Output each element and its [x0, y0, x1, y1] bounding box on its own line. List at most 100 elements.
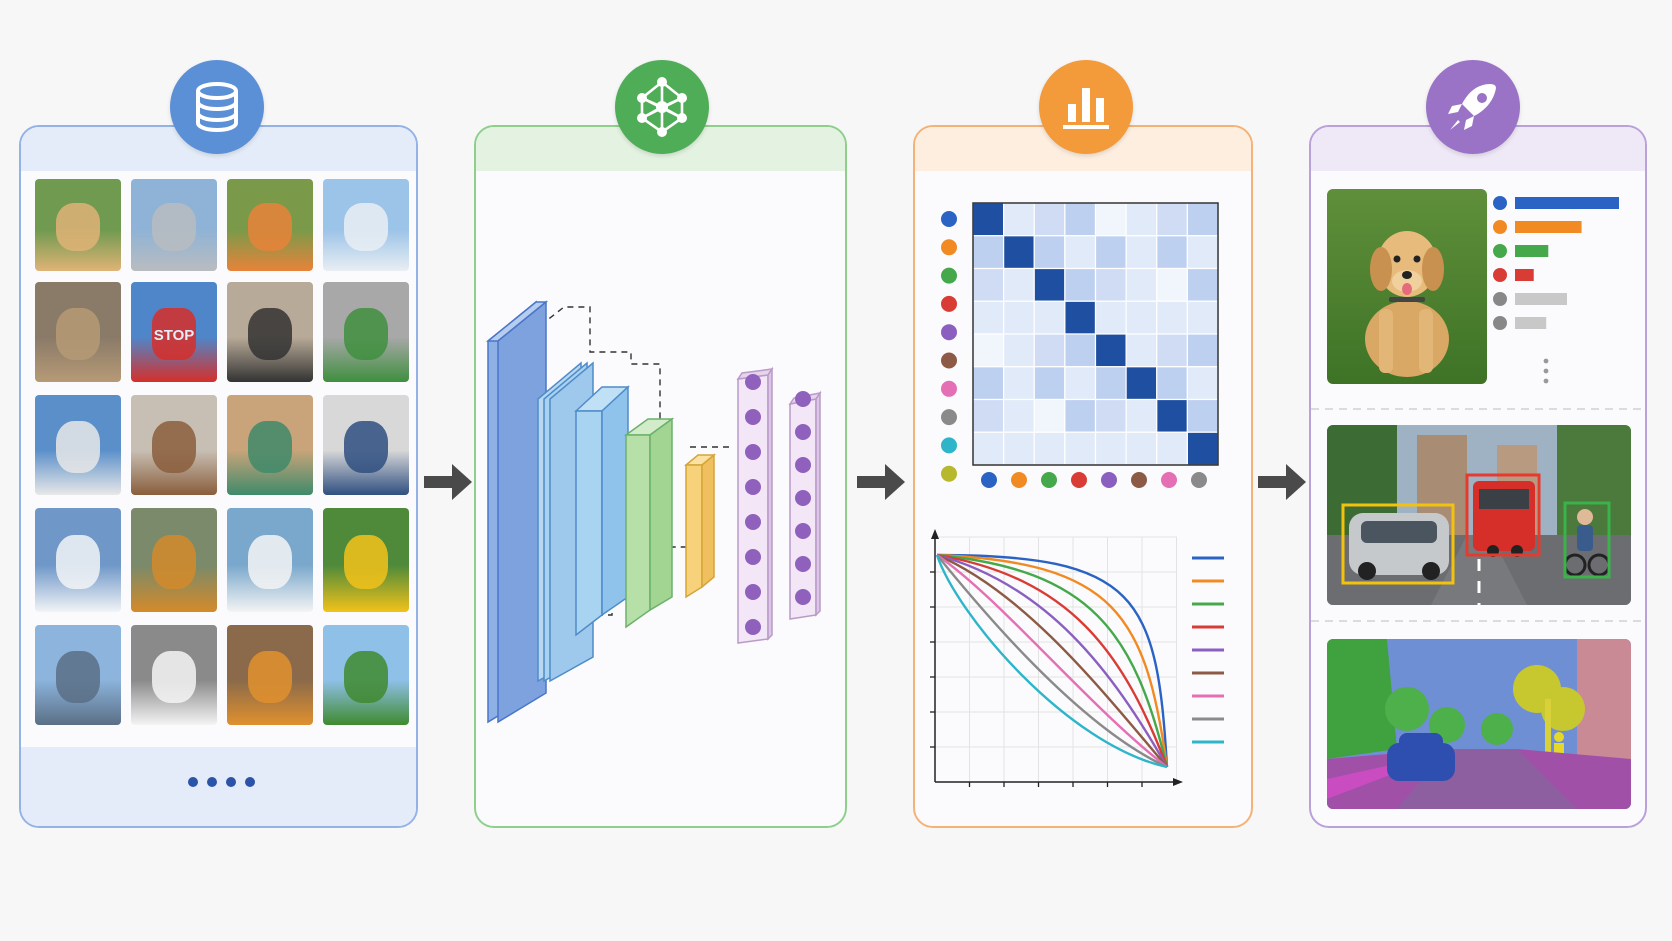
- class-color-dot: [1041, 472, 1057, 488]
- more-classes-ellipsis: [1543, 358, 1549, 384]
- confusion-matrix-row-legend: [941, 211, 957, 482]
- curve-plot: [930, 529, 1224, 787]
- confusion-cell: [1156, 202, 1188, 237]
- confusion-matrix-border: [972, 202, 1219, 466]
- confusion-cell: [1125, 366, 1158, 401]
- thumbnail-mountain: [35, 508, 121, 612]
- confusion-cell: [972, 398, 1005, 433]
- score-bar: [1515, 245, 1549, 257]
- confusion-cell: [1003, 366, 1035, 401]
- confusion-cell: [1033, 333, 1066, 368]
- class-color-dot: [1101, 472, 1117, 488]
- thumbnail-crosswalk: [131, 625, 217, 725]
- dataset-panel: STOP: [19, 125, 418, 828]
- confusion-cell: [1125, 398, 1158, 433]
- detection-image-street: [1327, 425, 1631, 605]
- neuron: [745, 444, 761, 460]
- confusion-cell: [1156, 398, 1188, 433]
- confusion-cell: [1033, 267, 1066, 302]
- thumbnail-subject: [151, 202, 197, 251]
- confusion-cell: [972, 267, 1005, 302]
- class-color-dot: [941, 295, 957, 312]
- arrow-right-icon: [1258, 464, 1306, 500]
- score-color-dot: [1493, 220, 1507, 234]
- bar-chart-icon: [1039, 60, 1133, 154]
- neuron-nodes: [745, 374, 811, 635]
- confusion-cell: [1094, 431, 1127, 466]
- conv-block-4: [623, 417, 675, 629]
- more-dot: [207, 777, 217, 787]
- confusion-cell: [1003, 398, 1035, 433]
- score-color-dot: [1493, 244, 1507, 258]
- neuron: [745, 619, 761, 635]
- thumbnail-subject: [343, 651, 389, 703]
- model-panel: [474, 125, 847, 828]
- thumbnail-subject: [55, 535, 101, 590]
- confusion-cell: [972, 366, 1005, 401]
- stop-sign-text: STOP: [153, 326, 195, 344]
- score-color-dot: [1493, 316, 1507, 330]
- confusion-cell: [1125, 333, 1158, 368]
- confusion-cell: [972, 333, 1005, 368]
- performance-curve: [936, 553, 1169, 768]
- confusion-cell: [1156, 300, 1188, 335]
- confusion-cell: [1064, 431, 1097, 466]
- confusion-cell: [972, 431, 1005, 466]
- dense-layer-1: [736, 366, 774, 644]
- rocket-icon: [1426, 60, 1520, 154]
- thumbnail-pizza: [227, 625, 313, 725]
- dataset-panel-footer: [21, 747, 416, 826]
- neural-network-icon: [615, 60, 709, 154]
- confusion-cell: [1033, 300, 1066, 335]
- thumbnail-mug: [227, 395, 313, 495]
- neuron: [795, 391, 811, 407]
- confusion-cell: [1186, 202, 1219, 237]
- confusion-cell: [1094, 333, 1127, 368]
- thumbnail-subject: [247, 308, 293, 360]
- confusion-cell: [1094, 235, 1127, 270]
- confusion-cell: [1094, 267, 1127, 302]
- confusion-cell: [1156, 431, 1188, 466]
- bottleneck-layer: [683, 453, 717, 599]
- class-color-dot: [941, 437, 957, 454]
- confusion-cell: [1033, 235, 1066, 270]
- thumbnail-lighthouse: [35, 395, 121, 495]
- thumbnail-subject: [247, 421, 293, 473]
- confusion-matrix: [972, 202, 1219, 466]
- thumbnail-sunflower: [323, 508, 409, 612]
- confusion-cell: [1064, 333, 1097, 368]
- performance-curve: [936, 553, 1169, 768]
- class-color-dot: [941, 239, 957, 256]
- confusion-cell: [1156, 333, 1188, 368]
- confusion-cell: [1125, 431, 1158, 466]
- confusion-cell: [1186, 398, 1219, 433]
- confusion-cell: [1186, 267, 1219, 302]
- thumbnail-subject: [55, 202, 101, 251]
- confusion-cell: [1186, 235, 1219, 270]
- class-color-dot: [1071, 472, 1087, 488]
- thumbnail-autumn-road: [131, 508, 217, 612]
- score-bar: [1515, 221, 1582, 233]
- thumbnail-subject: [55, 651, 101, 703]
- evaluation-panel: [913, 125, 1253, 828]
- more-dot: [226, 777, 236, 787]
- class-color-dot: [941, 324, 957, 341]
- score-bar: [1515, 317, 1547, 329]
- segmentation-image: [1327, 639, 1631, 809]
- confusion-cell: [1125, 235, 1158, 270]
- performance-curve: [936, 553, 1168, 768]
- neuron: [745, 584, 761, 600]
- thumbnail-city-skyline: [35, 625, 121, 725]
- neuron: [795, 556, 811, 572]
- confusion-cell: [1064, 202, 1097, 237]
- performance-curve: [936, 554, 1168, 768]
- score-bar: [1515, 293, 1567, 305]
- confusion-cell: [972, 300, 1005, 335]
- class-color-dot: [941, 211, 957, 227]
- section-divider: [1311, 620, 1645, 622]
- arrow-right-icon: [424, 464, 472, 500]
- neuron: [795, 523, 811, 539]
- deployment-panel: [1309, 125, 1647, 828]
- confusion-cell: [1094, 300, 1127, 335]
- detection-box-car: [1341, 503, 1455, 585]
